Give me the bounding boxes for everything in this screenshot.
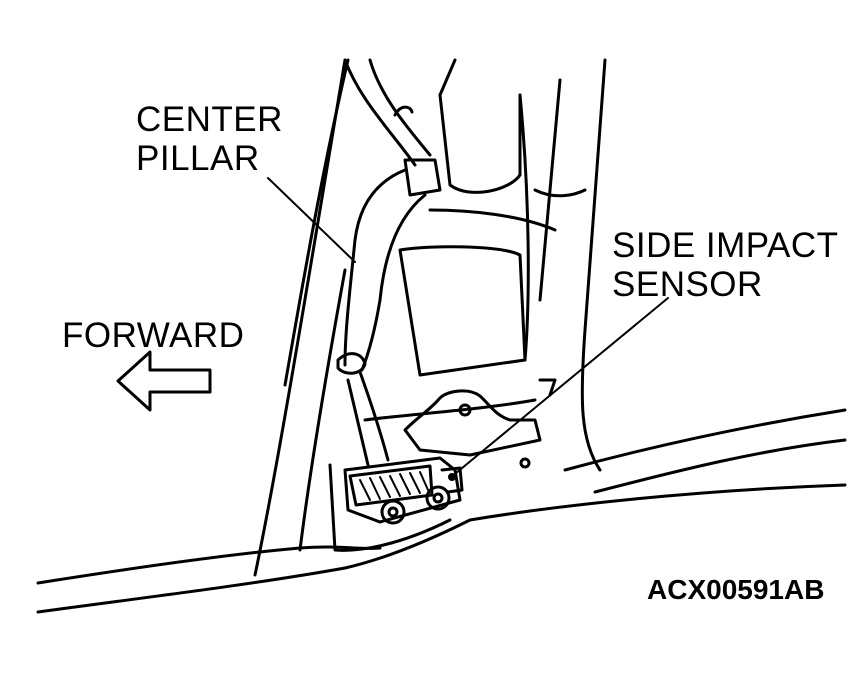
figure-id-label: ACX00591AB [647, 574, 825, 605]
sensor-bracket [328, 389, 542, 552]
center-pillar-outline [253, 58, 607, 577]
center-pillar-leader-line [267, 177, 356, 263]
sensor-leader-line [449, 297, 669, 479]
center-pillar-label-line-1: CENTER [136, 100, 283, 139]
left-arrow-outline-icon [116, 350, 212, 412]
center-pillar-label-line-2: PILLAR [136, 139, 260, 179]
wire-harness [336, 58, 442, 467]
side-impact-sensor [343, 456, 464, 525]
side-impact-sensor-label: SIDE IMPACT SENSOR [612, 226, 839, 304]
center-pillar-label: CENTER PILLAR [136, 100, 283, 178]
side-impact-sensor-label-line-1: SIDE IMPACT [612, 226, 839, 265]
leader-lines [267, 177, 669, 481]
side-impact-sensor-label-line-2: SENSOR [612, 265, 763, 305]
forward-label: FORWARD [62, 316, 245, 355]
body-sill-lines [36, 408, 847, 614]
